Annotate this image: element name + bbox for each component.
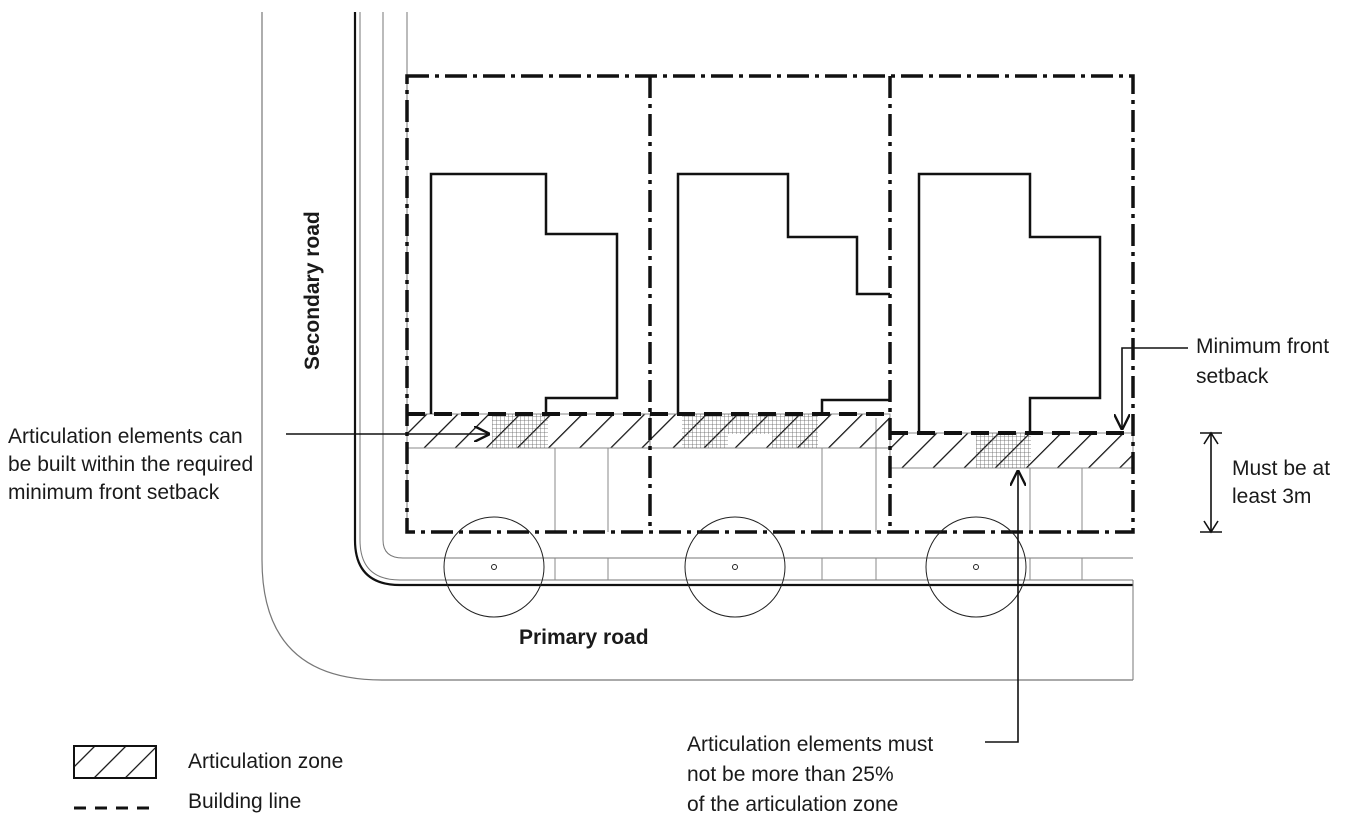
kerb-line (353, 12, 1133, 587)
street-trees (443, 516, 1027, 618)
articulation-can-line-2: be built within the required (8, 453, 254, 476)
min-setback-line-1: Minimum front (1196, 335, 1330, 358)
hatch-icon (73, 745, 157, 779)
tree-icon (443, 516, 545, 618)
lot-boundaries (405, 74, 1135, 534)
articulation-must-line-1: Articulation elements must (687, 733, 934, 756)
articulation-must-line-3: of the articulation zone (687, 793, 899, 816)
legend-building-line: Building line (188, 790, 302, 813)
building-3 (917, 172, 1102, 433)
tree-icon (925, 516, 1027, 618)
road-outer-edge (261, 12, 1133, 681)
primary-road-label: Primary road (519, 626, 649, 649)
articulation-can-line-3: minimum front setback (8, 481, 220, 504)
must-be-line-2: least 3m (1232, 485, 1312, 508)
tree-icon (684, 516, 786, 618)
articulation-zones (406, 413, 1134, 469)
articulation-can-line-1: Articulation elements can (8, 425, 243, 448)
must-be-line-1: Must be at (1232, 457, 1331, 480)
articulation-element-2 (682, 414, 818, 434)
leader-min-setback (1122, 347, 1188, 430)
kerb-inner (359, 12, 1133, 581)
min-setback-line-2: setback (1196, 365, 1269, 388)
legend-articulation-zone: Articulation zone (188, 750, 344, 773)
articulation-element-1 (492, 414, 548, 448)
secondary-road-label: Secondary road (301, 211, 324, 370)
articulation-element-3 (976, 433, 1031, 468)
road-edges (261, 12, 1134, 681)
legend-symbols (73, 745, 157, 810)
lot-outline (405, 74, 1135, 534)
leader-articulation-must (985, 470, 1018, 743)
buildings (429, 172, 1102, 433)
building-2 (676, 172, 890, 414)
articulation-must-line-2: not be more than 25% (687, 763, 894, 786)
leader-lines (286, 347, 1222, 743)
building-lines (407, 412, 1133, 435)
footpath-line (382, 12, 1133, 559)
building-1 (429, 172, 619, 414)
